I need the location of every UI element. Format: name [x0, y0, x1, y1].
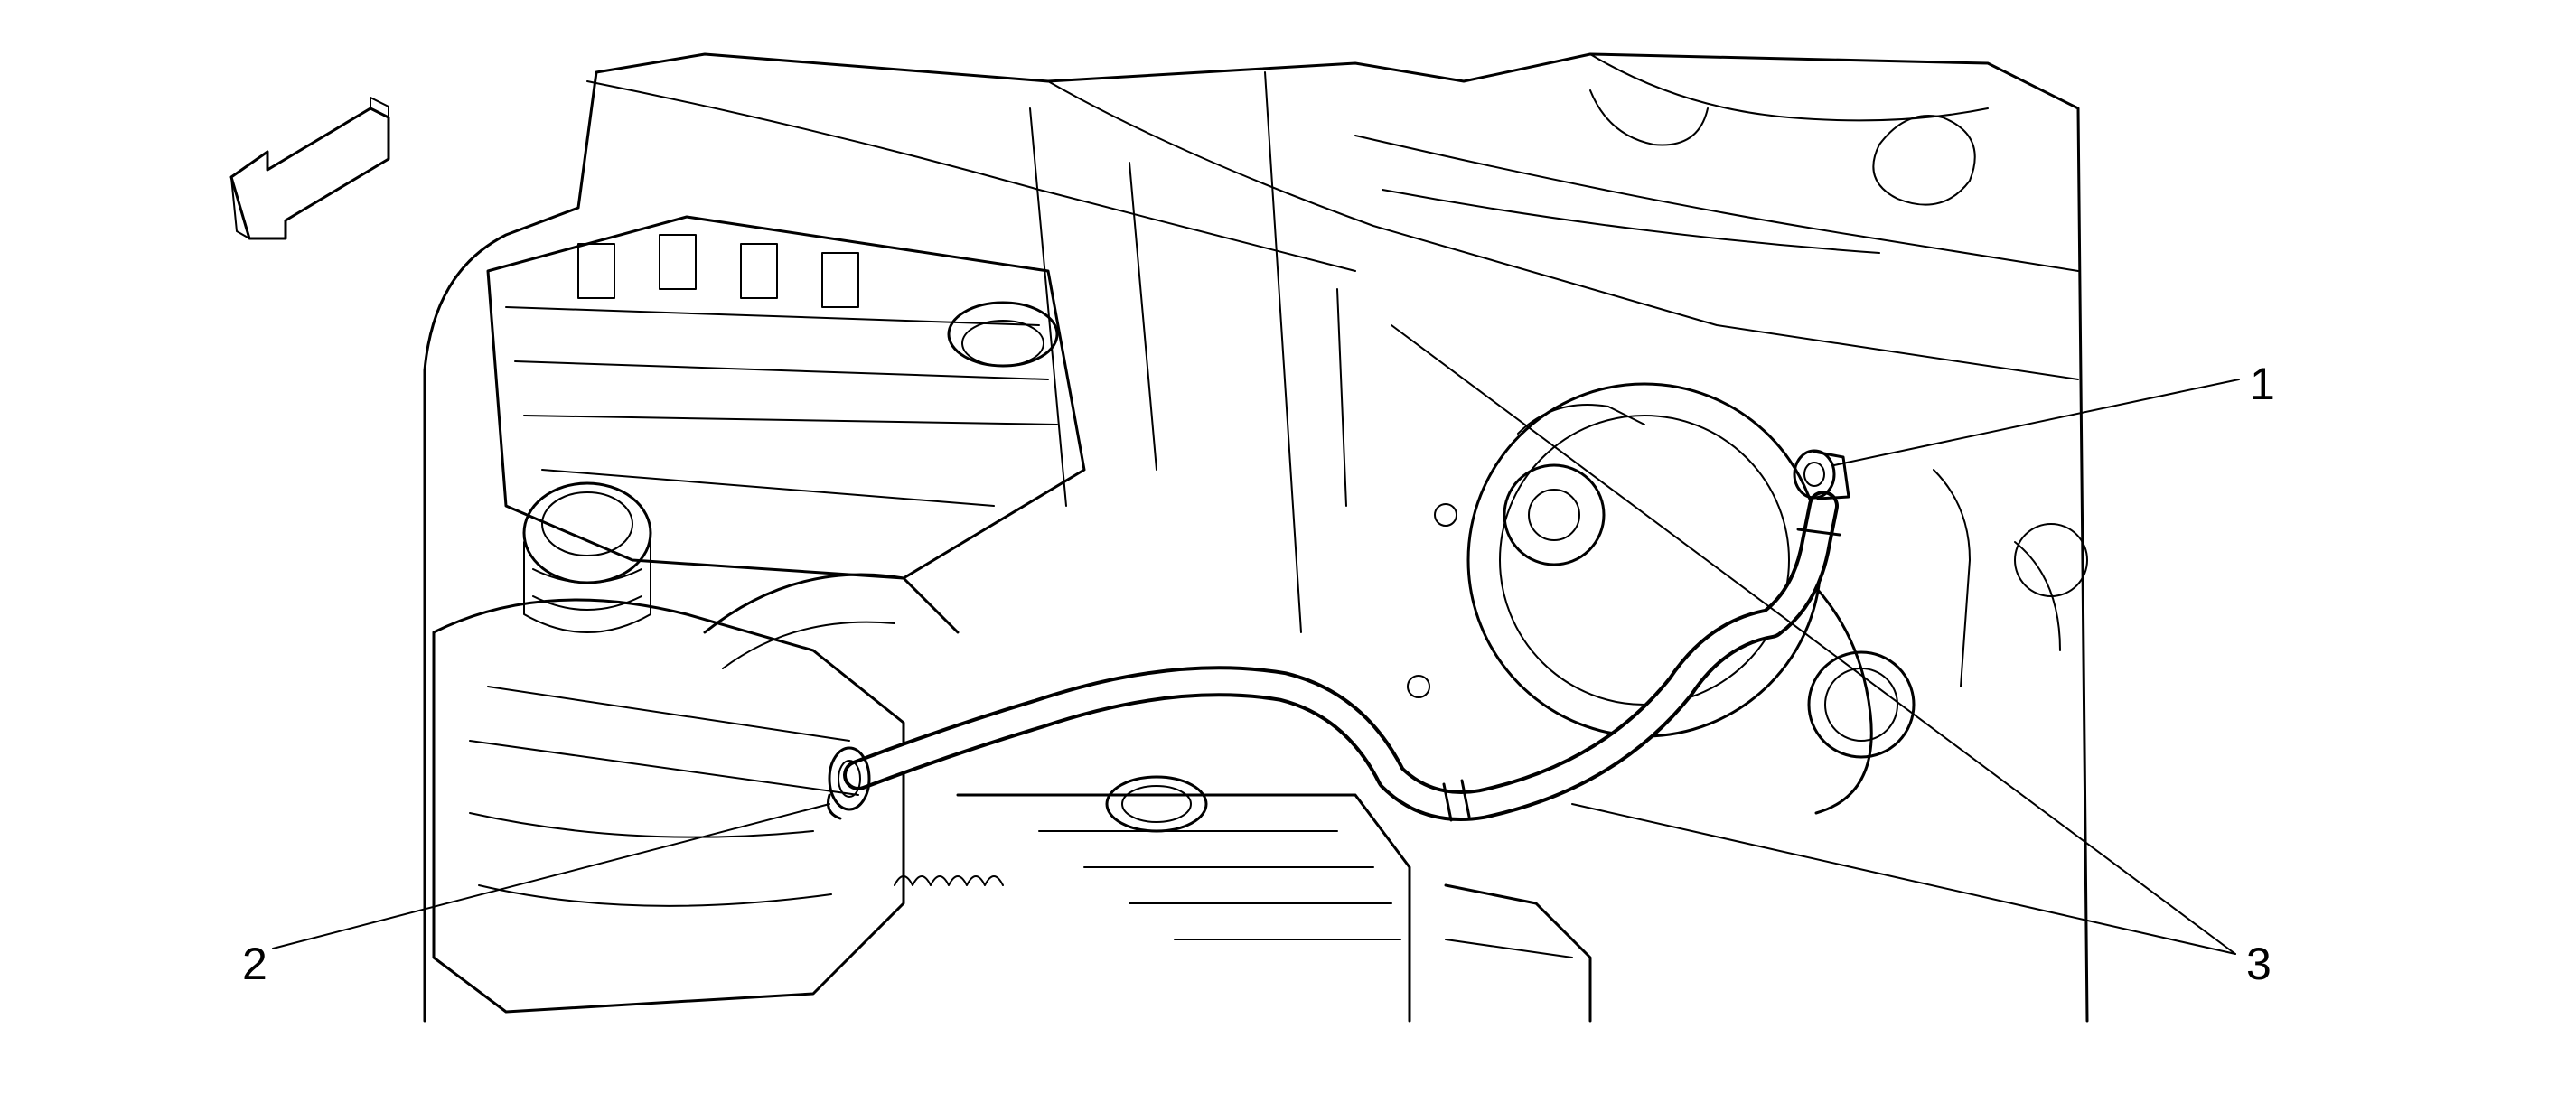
- front-direction-arrow-icon: [229, 97, 390, 240]
- engine-compartment-artwork: [423, 52, 2089, 1023]
- leader-line-2: [272, 803, 830, 949]
- booster-check-valve-fitting: [1793, 449, 1850, 500]
- leader-line-3b: [1391, 324, 2236, 955]
- hose-clamp: [827, 746, 871, 820]
- callout-3-label: 3: [2246, 939, 2272, 989]
- leader-line-1: [1833, 379, 2240, 466]
- callout-leader-lines: [272, 324, 2240, 955]
- callout-2-label: 2: [242, 939, 267, 989]
- leader-line-3a: [1571, 803, 2236, 955]
- callout-1-label: 1: [2250, 359, 2275, 409]
- vacuum-hose: [843, 491, 1841, 822]
